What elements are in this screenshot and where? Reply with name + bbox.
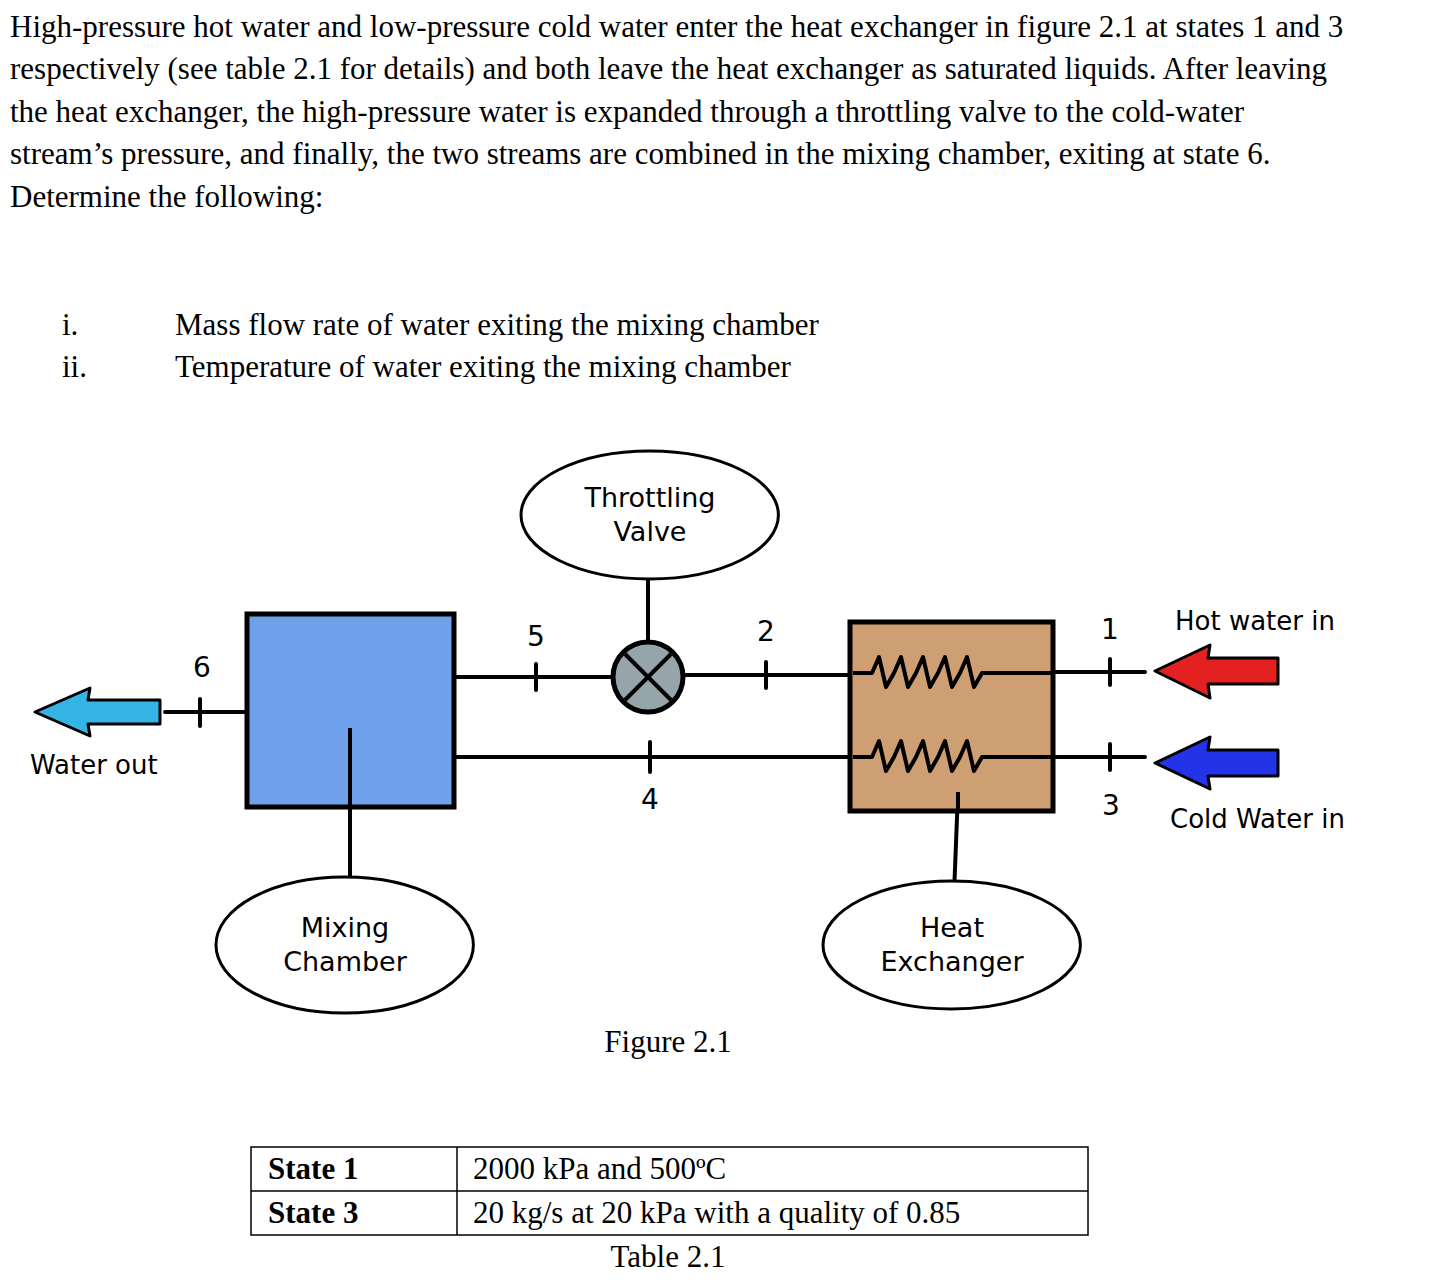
pipe (1052, 755, 1145, 759)
state-number: 1 (1101, 613, 1119, 647)
state-number: 2 (757, 615, 775, 649)
question-item: Mass flow rate of water exiting the mixi… (175, 306, 819, 343)
table-rule (251, 1190, 1088, 1192)
callout-text: Mixing Chamber (260, 911, 430, 979)
table-frame (251, 1147, 1088, 1235)
callout-bubble: Mixing Chamber (214, 875, 475, 1015)
pipe (1052, 670, 1145, 674)
state-tick (534, 664, 538, 690)
bubble-outline (823, 881, 1080, 1009)
state-tick (764, 662, 768, 688)
table-caption: Table 2.1 (611, 1238, 726, 1275)
valve-symbol (613, 642, 683, 712)
state-tick (648, 742, 652, 772)
coil-symbol (853, 741, 1052, 771)
callout-bubble: Heat Exchanger (821, 879, 1082, 1011)
callout-text: Throttling Valve (565, 481, 735, 549)
cold-inflow-arrow (1155, 737, 1278, 789)
callout-text: Heat Exchanger (867, 911, 1037, 979)
flow-label: Cold Water in (1170, 804, 1345, 835)
table-cell: State 3 (268, 1194, 358, 1231)
state-number: 6 (193, 651, 211, 685)
bubble-outline (214, 875, 475, 1015)
leader-line (348, 728, 352, 807)
bubble-outline (821, 879, 1082, 1011)
state-tick (1108, 744, 1112, 770)
mixing-chamber-box (247, 614, 454, 807)
state-tick (1108, 659, 1112, 685)
pipe (455, 755, 850, 759)
list-marker: ii. (62, 348, 87, 385)
callout-bubble: Throttling Valve (519, 449, 780, 581)
pipe (165, 710, 247, 714)
bubble-outline (216, 877, 473, 1013)
state-number: 3 (1102, 789, 1120, 823)
flow-label: Hot water in (1175, 606, 1335, 637)
bubble-outline (521, 451, 778, 579)
coil-symbol (853, 657, 1052, 687)
valve-symbol (625, 654, 671, 700)
state-tick (198, 699, 202, 726)
list-marker: i. (62, 306, 78, 343)
bubble-outline (519, 449, 780, 581)
table-rule (456, 1147, 458, 1235)
leader-line (956, 792, 960, 811)
valve-symbol (625, 654, 671, 700)
outflow-arrow (35, 688, 160, 736)
table-cell: 20 kg/s at 20 kPa with a quality of 0.85 (473, 1194, 960, 1231)
table-cell: State 1 (268, 1150, 358, 1187)
state-number: 4 (641, 783, 659, 817)
heat-exchanger-box (850, 622, 1053, 811)
table-cell: 2000 kPa and 500ºC (473, 1150, 726, 1187)
figure-caption: Figure 2.1 (604, 1023, 731, 1060)
state-number: 5 (527, 620, 545, 654)
flow-label: Water out (30, 750, 158, 781)
problem-statement: High-pressure hot water and low-pressure… (10, 6, 1345, 218)
question-item: Temperature of water exiting the mixing … (175, 348, 791, 385)
hot-inflow-arrow (1155, 645, 1278, 698)
